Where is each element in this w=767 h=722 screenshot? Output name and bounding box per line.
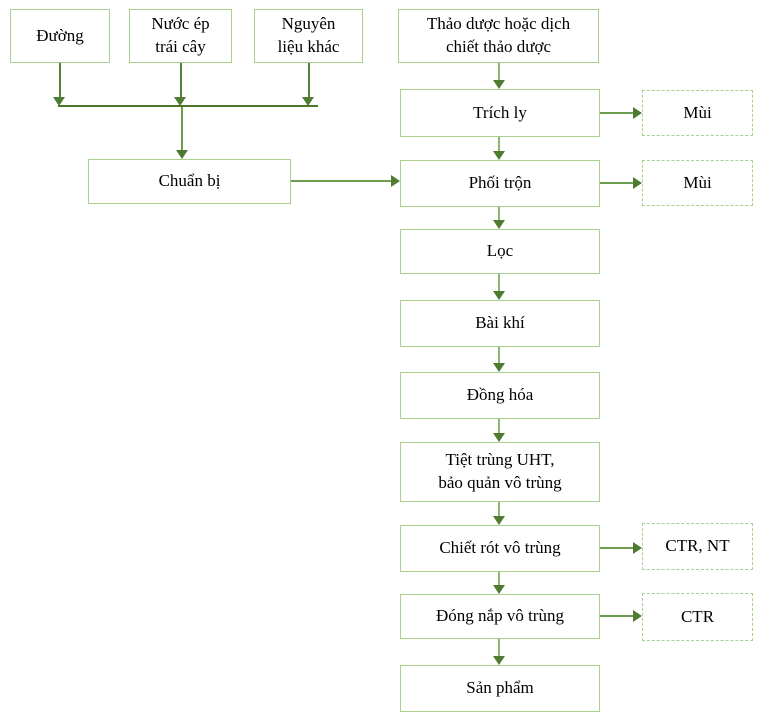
node-uht-sterilization-label: Tiệt trùng UHT, bảo quản vô trùng [438, 450, 562, 492]
arrow-stem-merge-to-preparation [181, 107, 183, 150]
node-aroma-2-label: Mùi [683, 172, 712, 192]
merge-line [58, 105, 318, 107]
node-extraction-label: Trích ly [473, 102, 527, 122]
arrow-head-extraction-to-aroma1-icon [633, 107, 642, 119]
arrow-stem-filtering-to-deaeration [498, 274, 500, 291]
node-preparation: Chuẩn bị [88, 159, 291, 204]
arrow-stem-herbal-to-extraction [498, 63, 500, 80]
node-filtering: Lọc [400, 229, 600, 274]
node-filtering-label: Lọc [486, 241, 514, 261]
arrow-head-capping-to-ctr-icon [633, 610, 642, 622]
node-herbal: Thảo dược hoặc dịch chiết thảo dược [398, 9, 599, 63]
arrow-head-preparation-to-mixing-icon [391, 175, 400, 187]
arrow-stem-capping-to-ctr [600, 615, 633, 617]
node-aroma-1-label: Mùi [683, 102, 712, 122]
arrow-stem-filling-to-capping [498, 572, 500, 585]
node-aseptic-capping: Đóng nắp vô trùng [400, 594, 600, 639]
node-fruit-juice: Nước ép trái cây [129, 9, 232, 63]
node-ctr-label: CTR [680, 606, 715, 626]
arrow-stem-extraction-to-aroma1 [600, 112, 633, 114]
node-herbal-label: Thảo dược hoặc dịch chiết thảo dược [426, 14, 571, 56]
arrow-stem-uht-to-filling [498, 502, 500, 516]
node-aroma-2: Mùi [642, 160, 753, 206]
arrow-head-extraction-to-mixing-icon [493, 151, 505, 160]
arrow-head-deaeration-to-homogenization-icon [493, 363, 505, 372]
arrow-stem-sugar-down [59, 63, 61, 97]
node-sugar-label: Đường [36, 25, 84, 45]
node-aseptic-filling: Chiết rót vô trùng [400, 525, 600, 572]
node-product-label: Sản phẩm [466, 678, 534, 698]
node-other-ingredients: Nguyên liệu khác [254, 9, 363, 63]
arrow-stem-fruit-juice-down [180, 63, 182, 97]
arrow-head-uht-to-filling-icon [493, 516, 505, 525]
node-deaeration: Bài khí [400, 300, 600, 347]
arrow-stem-filling-to-ctr-nt [600, 547, 633, 549]
arrow-head-capping-to-product-icon [493, 656, 505, 665]
node-aroma-1: Mùi [642, 90, 753, 136]
node-fruit-juice-label: Nước ép trái cây [151, 14, 210, 56]
arrow-head-fruit-juice-down-icon [174, 97, 186, 106]
arrow-stem-preparation-to-mixing [291, 180, 391, 182]
arrow-stem-deaeration-to-homogenization [498, 347, 500, 363]
node-uht-sterilization: Tiệt trùng UHT, bảo quản vô trùng [400, 442, 600, 502]
arrow-head-filtering-to-deaeration-icon [493, 291, 505, 300]
arrow-stem-homogenization-to-uht [498, 419, 500, 433]
arrow-stem-other-ingredients-down [308, 63, 310, 97]
node-mixing-label: Phối trộn [468, 173, 532, 193]
node-homogenization: Đồng hóa [400, 372, 600, 419]
arrow-head-mixing-to-filtering-icon [493, 220, 505, 229]
arrow-head-mixing-to-aroma2-icon [633, 177, 642, 189]
arrow-head-merge-to-preparation-icon [176, 150, 188, 159]
node-mixing: Phối trộn [400, 160, 600, 207]
node-other-ingredients-label: Nguyên liệu khác [277, 14, 340, 56]
node-extraction: Trích ly [400, 89, 600, 137]
node-homogenization-label: Đồng hóa [466, 385, 534, 405]
node-ctr: CTR [642, 593, 753, 641]
arrow-head-filling-to-ctr-nt-icon [633, 542, 642, 554]
node-ctr-nt: CTR, NT [642, 523, 753, 570]
arrow-stem-extraction-to-mixing [498, 137, 500, 151]
arrow-stem-mixing-to-filtering [498, 207, 500, 220]
node-aseptic-capping-label: Đóng nắp vô trùng [436, 606, 564, 626]
node-sugar: Đường [10, 9, 110, 63]
arrow-head-filling-to-capping-icon [493, 585, 505, 594]
node-deaeration-label: Bài khí [475, 313, 525, 333]
node-aseptic-filling-label: Chiết rót vô trùng [439, 538, 561, 558]
arrow-head-other-ingredients-down-icon [302, 97, 314, 106]
node-ctr-nt-label: CTR, NT [665, 536, 730, 556]
arrow-stem-mixing-to-aroma2 [600, 182, 633, 184]
node-product: Sản phẩm [400, 665, 600, 712]
arrow-head-sugar-down-icon [53, 97, 65, 106]
arrow-stem-capping-to-product [498, 639, 500, 656]
arrow-head-herbal-to-extraction-icon [493, 80, 505, 89]
arrow-head-homogenization-to-uht-icon [493, 433, 505, 442]
node-preparation-label: Chuẩn bị [158, 171, 221, 191]
